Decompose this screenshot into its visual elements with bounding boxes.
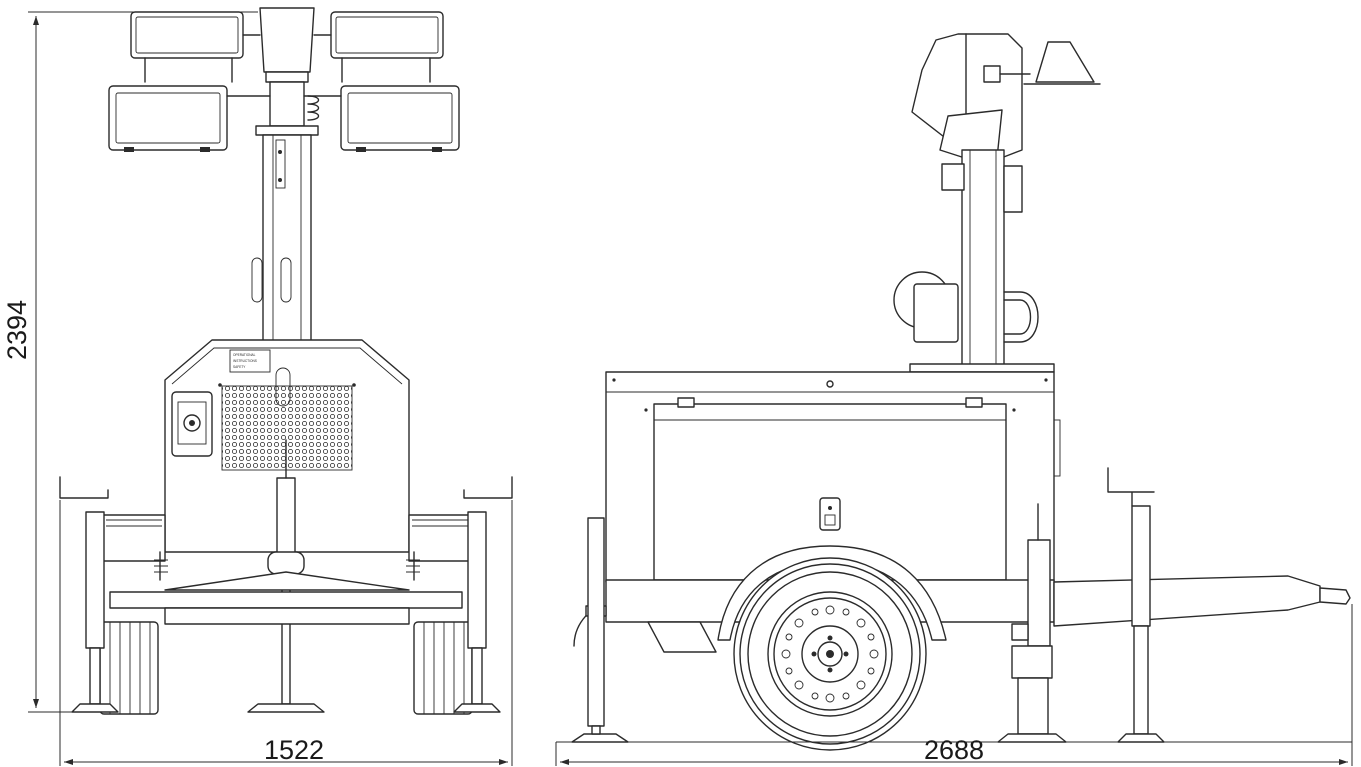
svg-text:INSTRUCTIONS: INSTRUCTIONS [233,359,257,363]
front-outriggers [59,476,513,713]
front-jockey [247,439,325,713]
side-chassis [573,575,1351,653]
side-lamps [911,33,1101,169]
side-wheel [717,545,947,751]
height-dimension-label: 2394 [2,300,32,360]
front-mast [251,134,312,344]
front-upper-lamps [130,11,444,83]
side-rear-leg [571,517,629,743]
front-axle [109,551,463,625]
side-front-leg [1107,467,1165,743]
front-lower-lamps [108,85,460,152]
dimension-height [28,11,258,713]
front-view: OPERATIONAL INSTRUCTIONS SAFETY [59,7,513,715]
front-housing: OPERATIONAL INSTRUCTIONS SAFETY [102,339,472,562]
side-body [605,371,1061,583]
svg-text:OPERATIONAL: OPERATIONAL [233,353,256,357]
front-width-dimension-label: 1522 [264,735,324,765]
front-mast-head [255,7,320,136]
dimension-front-width [59,500,513,766]
svg-text:SAFETY: SAFETY [233,365,246,369]
side-mid-leg [997,503,1067,743]
dimension-side-length [555,604,1353,766]
side-length-dimension-label: 2688 [924,735,984,765]
front-wheels [99,621,473,715]
side-view [571,33,1351,751]
side-mast [893,149,1055,373]
